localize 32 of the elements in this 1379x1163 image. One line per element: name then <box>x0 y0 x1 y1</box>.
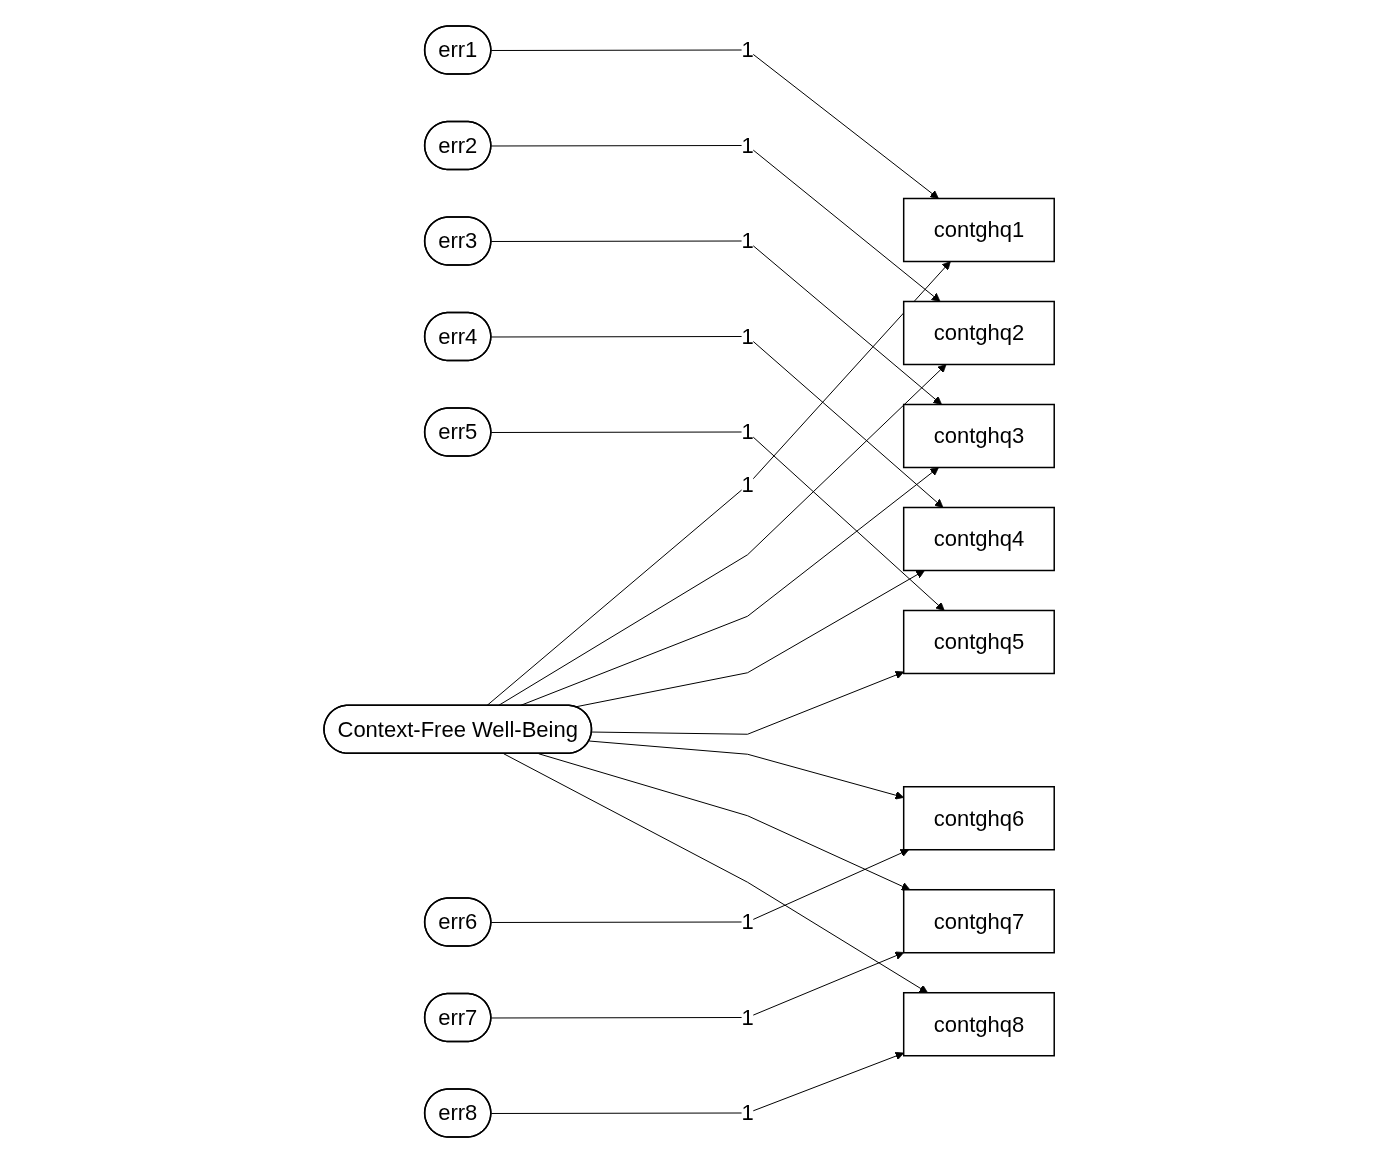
node-box: contghq4 <box>903 506 1056 572</box>
arrow <box>498 364 947 707</box>
edge-label: 1 <box>741 37 755 63</box>
arrow <box>503 753 929 994</box>
arrow <box>589 740 905 800</box>
node-box: contghq5 <box>903 609 1056 675</box>
edge-label: 1 <box>741 324 755 349</box>
arrow <box>491 145 941 302</box>
node-box: contghq6 <box>903 786 1056 851</box>
edge-label: 1 <box>741 1100 755 1126</box>
edge-label: 1 <box>741 1004 755 1030</box>
edge-label: 1 <box>741 909 755 935</box>
node-box: contghq3 <box>903 403 1056 469</box>
arrow <box>486 261 952 707</box>
node-box: contghq7 <box>903 889 1056 954</box>
edge-label: 1 <box>741 228 755 254</box>
node-box: contghq2 <box>903 300 1056 366</box>
arrow <box>575 570 926 708</box>
node-box: contghq1 <box>903 197 1056 263</box>
arrow <box>491 951 905 1019</box>
node-box: contghq8 <box>903 992 1056 1057</box>
arrow <box>491 848 910 923</box>
edge-label: 1 <box>741 133 755 158</box>
arrow <box>491 49 940 199</box>
arrow <box>591 670 905 735</box>
arrow <box>491 336 944 508</box>
edge-label: 1 <box>741 472 755 498</box>
arrow <box>491 240 943 405</box>
arrow <box>491 1051 905 1114</box>
arrow <box>538 753 911 891</box>
arrow <box>491 431 946 611</box>
edge-label: 1 <box>741 419 755 445</box>
